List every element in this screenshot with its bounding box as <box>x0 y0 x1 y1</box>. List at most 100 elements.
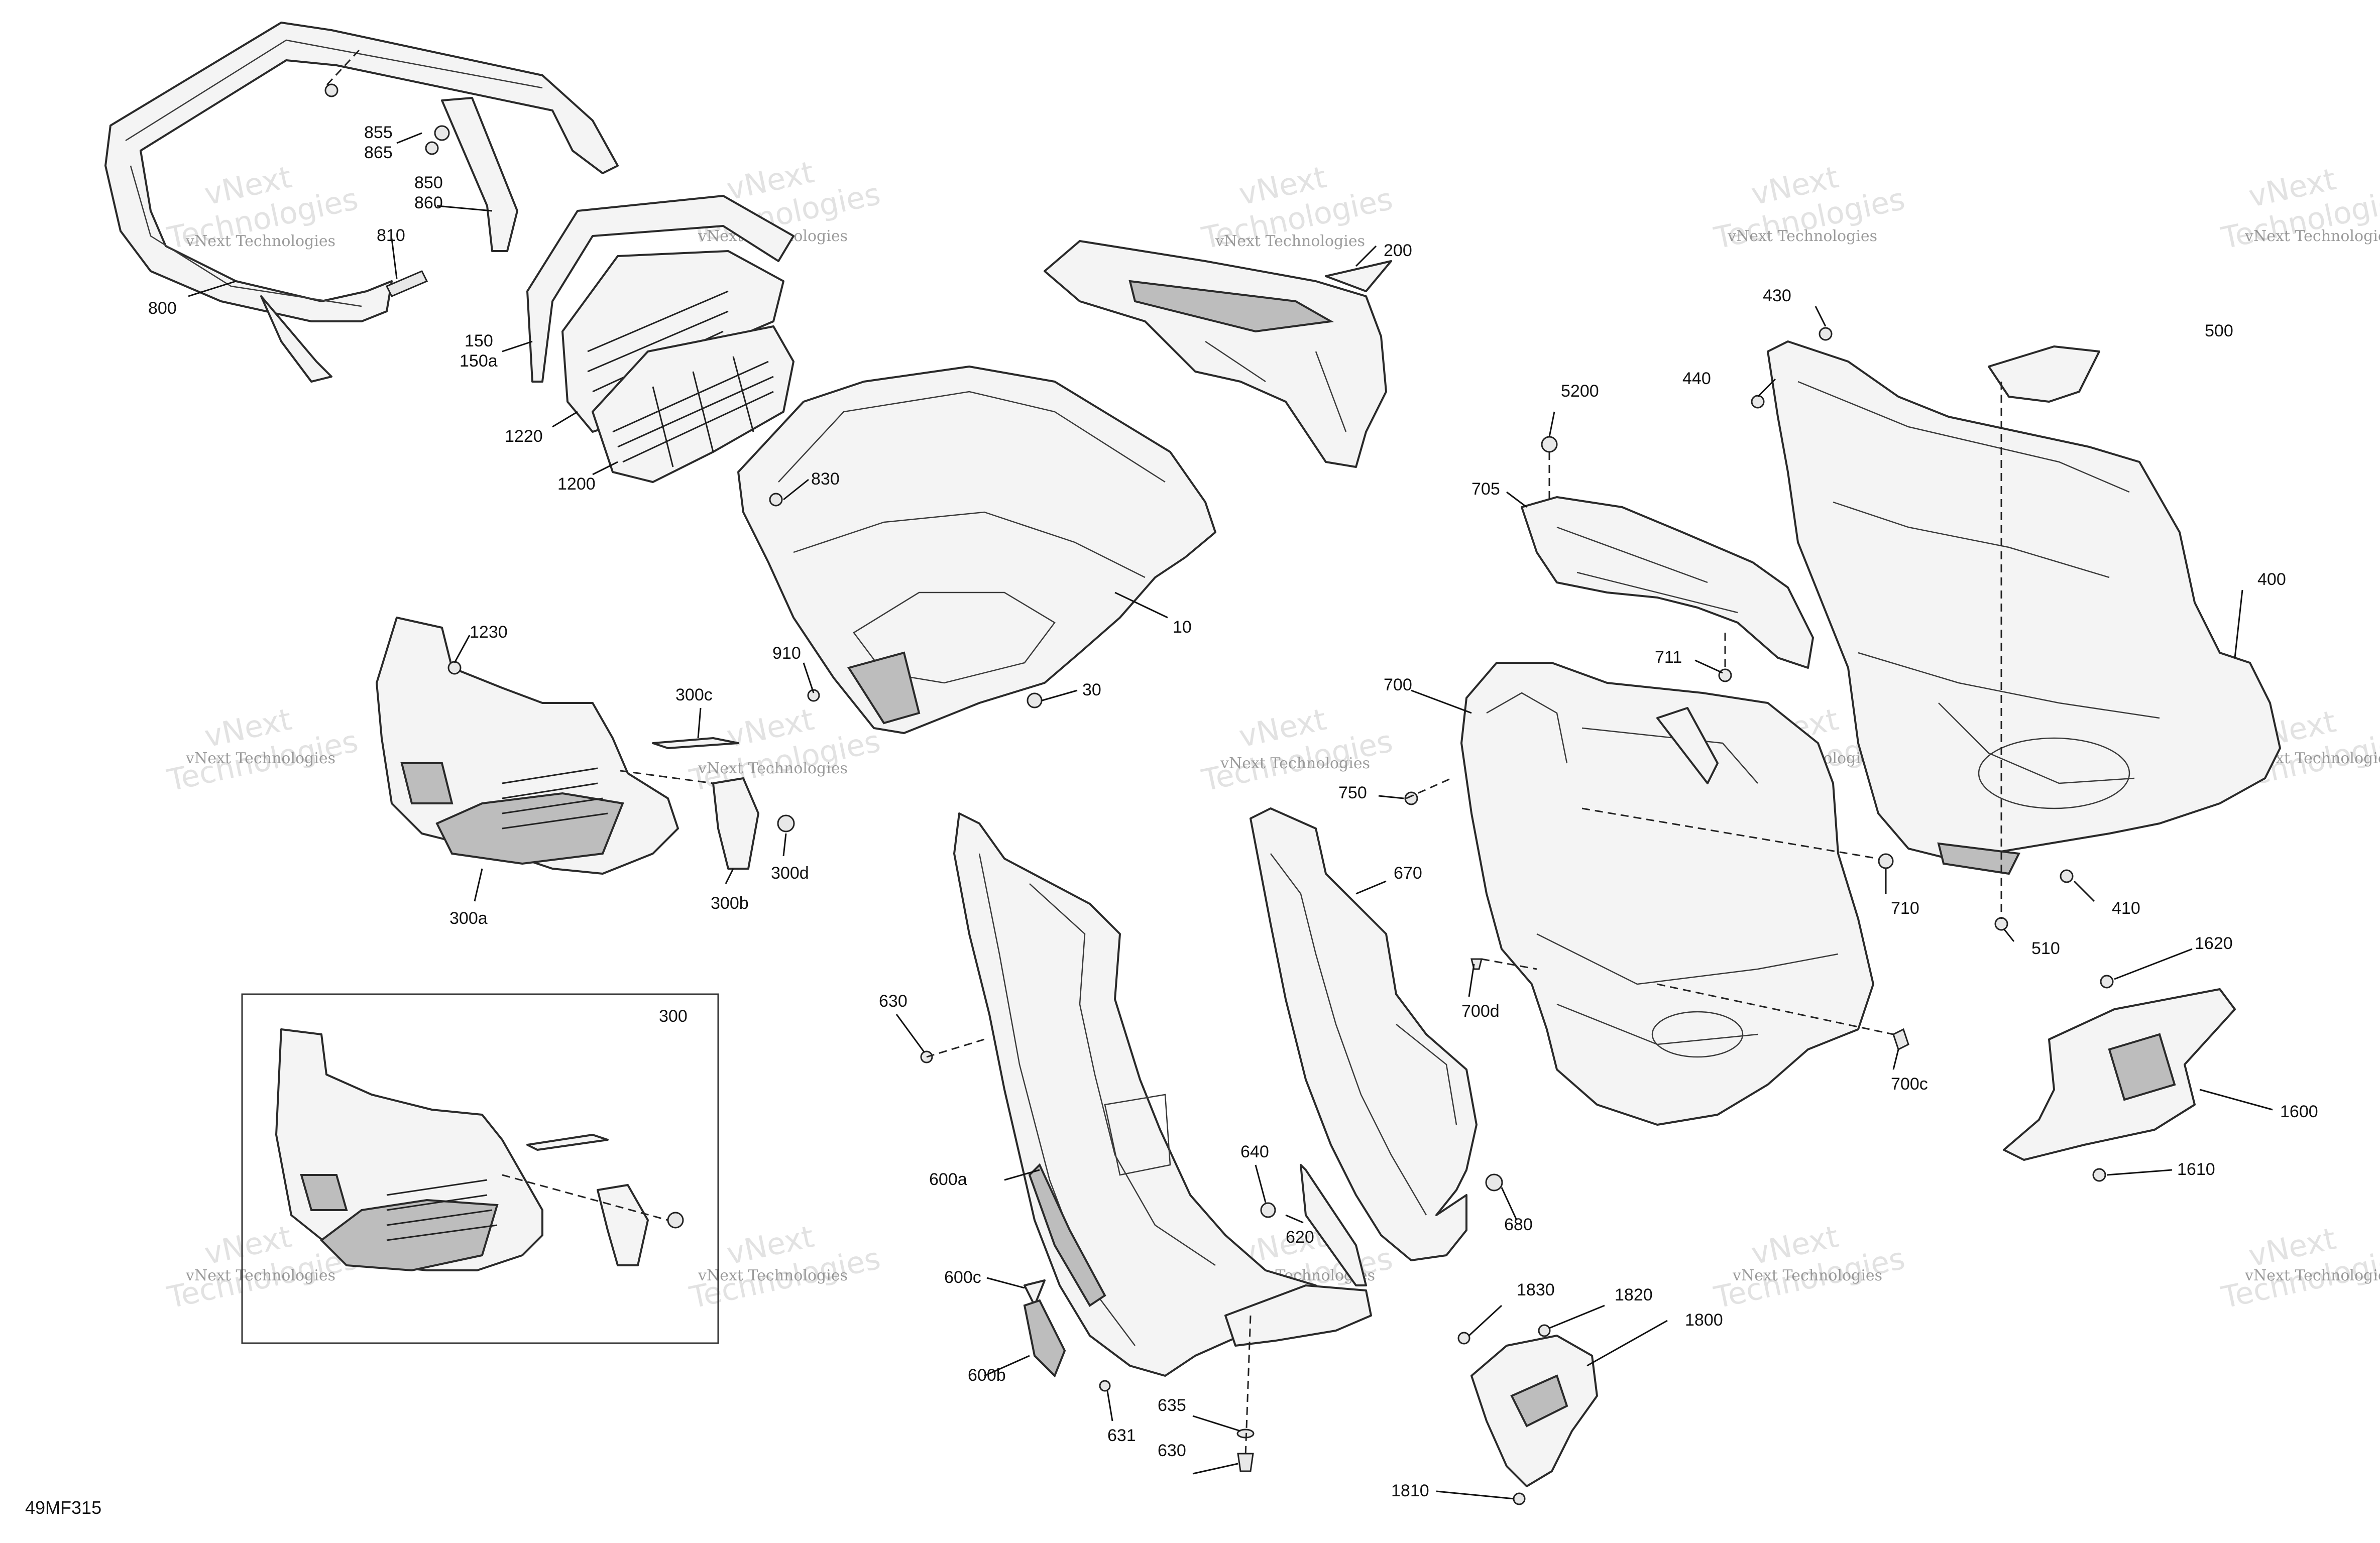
callout-10: 10 <box>1173 618 1192 637</box>
watermark-text: vNext Technologies <box>1727 227 1877 245</box>
part-300c-trim <box>652 737 739 749</box>
watermark-text: vNext Technologies <box>1220 755 1370 772</box>
inset-300-assembly <box>241 993 719 1344</box>
screw-icon <box>1457 1332 1470 1345</box>
callout-1230: 1230 <box>470 623 508 642</box>
watermark: vNext Technologies <box>2218 1221 2380 1316</box>
callout-635: 635 <box>1158 1396 1186 1415</box>
callout-800: 800 <box>148 299 177 318</box>
watermark-text: vNext Technologies <box>1732 1267 1882 1284</box>
callout-910: 910 <box>772 644 801 663</box>
watermark: vNext Technologies <box>164 702 362 798</box>
part-500-panel <box>1988 345 2100 403</box>
assembly-lines <box>325 49 2002 1457</box>
callout-855: 855 <box>364 123 393 142</box>
fastener-700c <box>1892 1028 1909 1051</box>
screw-icon <box>2092 1168 2106 1182</box>
callout-710: 710 <box>1891 899 1919 918</box>
callout-830: 830 <box>811 469 840 489</box>
callout-865: 865 <box>364 143 393 162</box>
callout-150: 150 <box>465 331 493 350</box>
fastener-300d <box>777 814 795 833</box>
callout-680: 680 <box>1504 1215 1533 1234</box>
nut-icon <box>434 125 450 141</box>
callout-430: 430 <box>1763 286 1791 305</box>
callout-300c: 300c <box>675 685 713 704</box>
watermark: vNext Technologies <box>1199 702 1396 798</box>
callout-850: 850 <box>414 173 443 192</box>
callout-600b: 600b <box>968 1366 1006 1385</box>
callout-700c: 700c <box>1891 1075 1928 1094</box>
fastener-1620 <box>2100 975 2114 989</box>
diagram-code: 49MF315 <box>25 1497 101 1518</box>
fastener-810 <box>385 270 428 297</box>
nut-icon <box>1878 853 1894 869</box>
watermark-text: vNext Technologies <box>2244 227 2380 245</box>
fastener-1610 <box>2092 1168 2106 1182</box>
callout-440: 440 <box>1682 369 1711 388</box>
grommet-icon <box>1485 1173 1503 1192</box>
callout-630-lower: 630 <box>1158 1441 1186 1460</box>
bolt-icon <box>324 83 338 97</box>
callout-750: 750 <box>1338 783 1367 802</box>
clip-icon <box>2100 975 2114 989</box>
fastener-1230 <box>447 661 462 675</box>
callout-810: 810 <box>377 226 405 245</box>
callout-1620: 1620 <box>2195 934 2233 953</box>
callout-705: 705 <box>1471 480 1500 499</box>
callout-670: 670 <box>1394 864 1422 883</box>
washer-icon <box>425 141 439 155</box>
screw-icon <box>1099 1380 1111 1392</box>
part-300b-bracket <box>712 777 759 870</box>
callout-700d: 700d <box>1461 1002 1500 1021</box>
watermark: vNext Technologies <box>1711 1219 1908 1316</box>
callout-labels: 855 865 850 860 810 800 150 150a 1220 12… <box>148 123 2318 1500</box>
fastener-1810 <box>1513 1492 1526 1505</box>
callout-1820: 1820 <box>1615 1285 1653 1304</box>
fastener-830 <box>769 493 783 507</box>
watermark: vNext Technologies <box>687 1219 884 1316</box>
part-300a-lower-fairing <box>376 617 679 875</box>
callout-1220: 1220 <box>505 427 543 446</box>
fastener-30 <box>1027 692 1043 708</box>
fastener-910 <box>807 689 820 702</box>
screw-icon <box>1513 1492 1526 1505</box>
callout-700: 700 <box>1384 675 1412 694</box>
callout-620: 620 <box>1286 1228 1314 1247</box>
fastener-750 <box>1404 791 1418 805</box>
watermark-text: vNext Technologies <box>2244 1267 2380 1284</box>
callout-5200: 5200 <box>1561 382 1599 401</box>
fastener-440 <box>1751 395 1765 409</box>
nut-icon <box>667 1212 684 1229</box>
fastener-631 <box>1099 1380 1111 1392</box>
part-400-main-body <box>1767 340 2281 875</box>
part-705-cover <box>1521 496 1814 669</box>
callout-631: 631 <box>1107 1426 1136 1445</box>
watermark-text: vNext Technologies <box>185 1267 335 1284</box>
grommet-icon <box>1027 692 1043 708</box>
watermark-text: vNext Technologies <box>185 232 335 250</box>
nut-icon <box>777 814 795 833</box>
clip-icon <box>769 493 783 507</box>
callout-410: 410 <box>2112 899 2140 918</box>
clip-icon <box>1892 1028 1909 1051</box>
callout-630-upper: 630 <box>879 992 908 1011</box>
callout-860: 860 <box>414 193 443 212</box>
screw-icon <box>2060 869 2074 883</box>
callout-200: 200 <box>1384 241 1412 260</box>
screw-icon <box>385 270 428 297</box>
callout-300b: 300b <box>711 894 749 913</box>
fastener-1830 <box>1457 1332 1470 1345</box>
screw-icon <box>807 689 820 702</box>
clip-icon <box>1718 668 1732 682</box>
fastener-855 <box>434 125 450 141</box>
fastener-680 <box>1485 1173 1503 1192</box>
watermark-text: vNext Technologies <box>185 750 335 767</box>
watermark-text: vNext Technologies <box>698 1267 848 1284</box>
part-600b-trim <box>1023 1299 1066 1378</box>
part-620-lower-tray <box>1224 1164 1372 1347</box>
callout-600c: 600c <box>944 1268 981 1287</box>
fastener-711 <box>1718 668 1732 682</box>
part-700-center-console <box>1460 662 1874 1126</box>
